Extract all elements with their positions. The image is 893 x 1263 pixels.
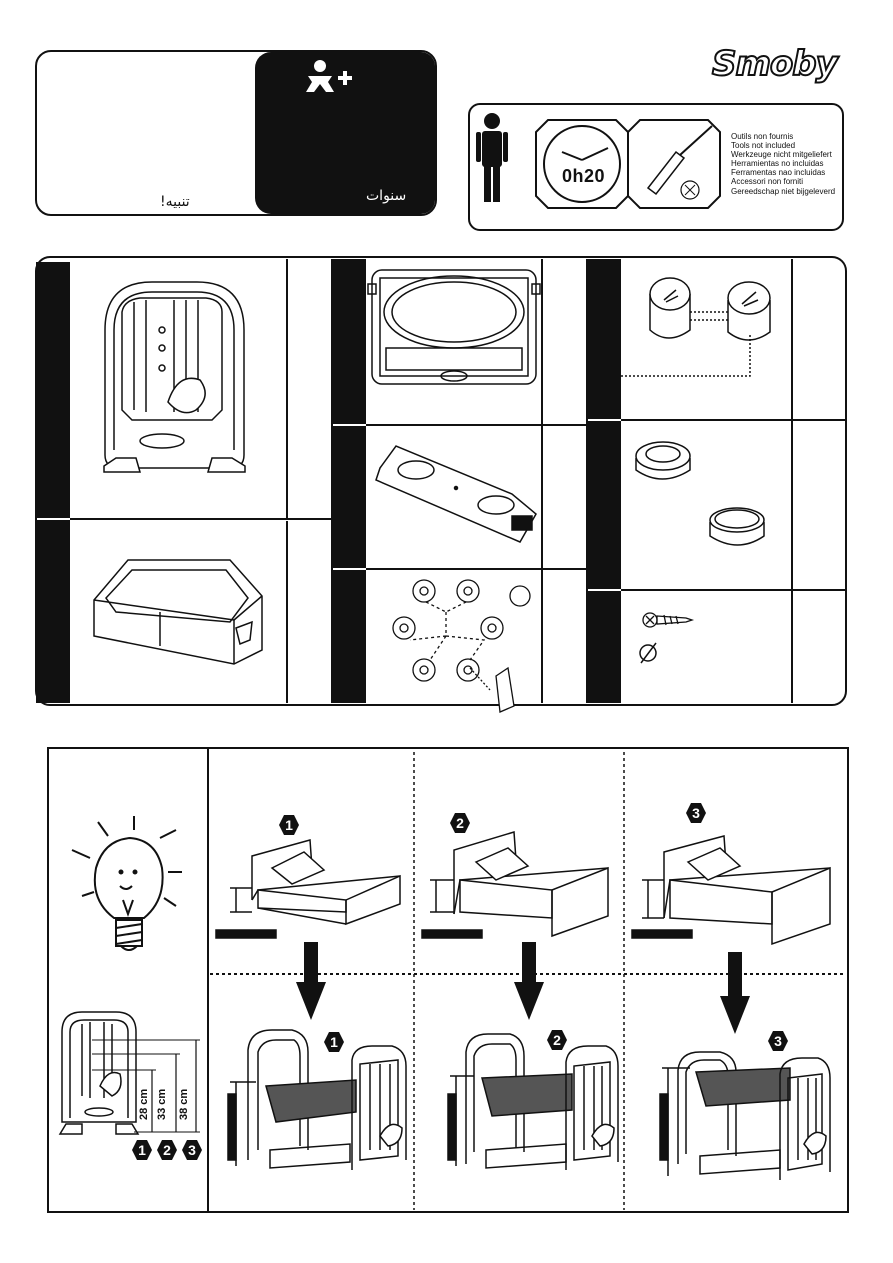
screw-icon bbox=[642, 612, 695, 628]
base-plate-part bbox=[375, 445, 537, 543]
bed-step-1 bbox=[215, 839, 401, 939]
tools-not-included-list: Outils non fournis Tools not included We… bbox=[731, 132, 835, 196]
assembled-bed-2 bbox=[447, 1033, 619, 1170]
arabic-warning-text: تنبيه! bbox=[160, 194, 190, 210]
height-label-38: 38 cm bbox=[178, 1088, 190, 1120]
tools-line: Outils non fournis bbox=[731, 132, 794, 141]
casters-part bbox=[392, 579, 531, 713]
tools-line: Ferramentas nao incluidas bbox=[731, 168, 826, 178]
assembled-badge-2: 2 bbox=[547, 1030, 567, 1050]
tools-line: Gereedschap niet bijgeleverd bbox=[731, 186, 836, 196]
height-badge-2: 2 bbox=[157, 1140, 177, 1160]
assembled-bed-3 bbox=[659, 1051, 831, 1180]
bed-step-3 bbox=[631, 835, 831, 946]
end-caps-part bbox=[621, 277, 771, 377]
tools-line: Tools not included bbox=[731, 141, 796, 151]
height-label-33: 33 cm bbox=[156, 1088, 168, 1120]
mattress-tray-part bbox=[93, 559, 263, 665]
height-badge-3: 3 bbox=[182, 1140, 202, 1160]
headboard-frame-part bbox=[367, 269, 541, 385]
tools-info-box bbox=[468, 103, 844, 231]
height-label-28: 28 cm bbox=[138, 1088, 150, 1120]
step-badge-3: 3 bbox=[686, 803, 706, 823]
warning-age-panel bbox=[255, 52, 435, 214]
arabic-years-text: سنوات bbox=[366, 188, 407, 204]
tools-line: Herramientas no incluidas bbox=[731, 159, 824, 169]
assembly-time: 0h20 bbox=[562, 166, 606, 186]
down-arrow-icon bbox=[296, 942, 750, 1034]
lightbulb-icon bbox=[71, 816, 182, 951]
height-badge-1: 1 bbox=[132, 1140, 152, 1160]
foot-rings-part bbox=[635, 441, 765, 546]
step-badge-1: 1 bbox=[279, 815, 299, 835]
assembled-badge-3: 3 bbox=[768, 1031, 788, 1051]
tools-line: Werkzeuge nicht mitgeliefert bbox=[731, 150, 832, 160]
assembled-bed-1 bbox=[227, 1029, 407, 1170]
bed-end-panel-part bbox=[103, 281, 246, 473]
assembled-badge-1: 1 bbox=[324, 1032, 344, 1052]
step-badge-2: 2 bbox=[450, 813, 470, 833]
bed-step-2 bbox=[421, 831, 609, 939]
tools-line: Accessori non forniti bbox=[731, 177, 804, 187]
smoby-logo: Smoby bbox=[711, 43, 839, 85]
no-symbol-icon bbox=[639, 642, 657, 664]
